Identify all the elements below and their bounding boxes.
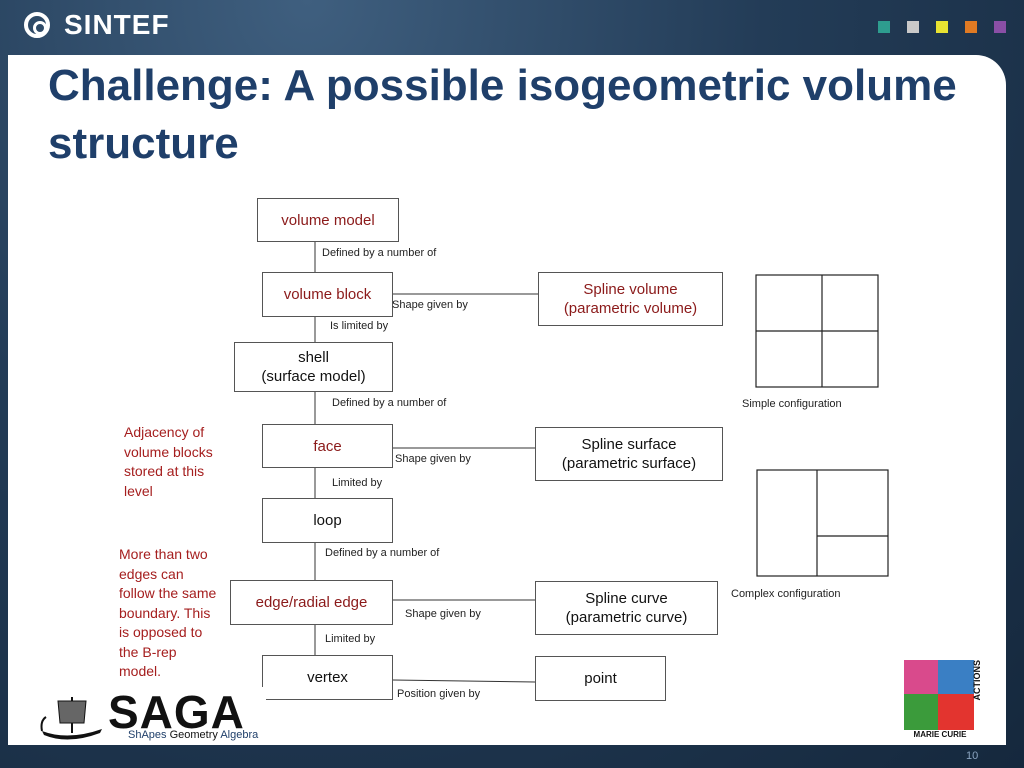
volume-block-box: volume block — [262, 272, 393, 317]
spline-surface-sublabel: (parametric surface) — [561, 455, 697, 472]
spline-curve-box: Spline curve (parametric curve) — [535, 581, 718, 635]
shell-box: shell (surface model) — [234, 342, 393, 392]
portrait-tile-icon — [904, 694, 940, 730]
brand-square-icon — [994, 21, 1006, 33]
note-line: the B-rep — [119, 643, 177, 660]
edge-label-shape: Shape given by — [392, 299, 468, 311]
face-box: face — [262, 424, 393, 468]
note-line: follow the same — [119, 585, 217, 601]
slide-title: Challenge: A possible isogeometric volum… — [48, 61, 957, 168]
spline-surface-label: Spline surface — [581, 436, 677, 453]
sintef-logo-icon — [24, 12, 50, 38]
spline-volume-label: Spline volume — [583, 281, 678, 298]
spline-curve-sublabel: (parametric curve) — [565, 609, 688, 626]
saga-subtitle: ShApes Geometry Algebra — [128, 729, 258, 741]
saga-sub-part: Geometry — [169, 729, 218, 741]
shell-label: shell — [298, 349, 329, 366]
note-line: model. — [119, 663, 162, 679]
page-number: 10 — [966, 750, 979, 762]
edge-box: edge/radial edge — [230, 580, 393, 625]
complex-config-label: Complex configuration — [731, 588, 841, 600]
edge-label-defined: Defined by a number of — [322, 247, 437, 259]
note-line: level — [124, 482, 153, 499]
loop-box: loop — [262, 498, 393, 543]
saga-wordmark: SAGA — [108, 686, 245, 738]
portrait-tile-icon — [904, 660, 940, 696]
edge-label-position: Position given by — [397, 688, 481, 700]
edge-label-shape: Shape given by — [405, 608, 481, 620]
slide-content — [8, 55, 1006, 745]
edge-label-defined: Defined by a number of — [332, 397, 447, 409]
spline-surface-box: Spline surface (parametric surface) — [535, 427, 723, 481]
edge-label-shape: Shape given by — [395, 453, 471, 465]
brand-square-icon — [907, 21, 919, 33]
vertex-label: vertex — [307, 669, 348, 686]
actions-text: ACTIONS — [972, 660, 982, 701]
edge-label-limited: Limited by — [332, 477, 383, 489]
header: SINTEF — [0, 0, 1024, 58]
point-box: point — [535, 656, 666, 701]
marie-curie-text: MARIE CURIE — [913, 730, 967, 739]
spline-volume-sublabel: (parametric volume) — [563, 300, 698, 317]
saga-logo: SAGA ShApes Geometry Algebra — [38, 686, 266, 745]
adjacency-note: Adjacency of volume blocks stored at thi… — [124, 423, 213, 501]
volume-model-label: volume model — [281, 211, 375, 229]
brand-name: SINTEF — [64, 9, 170, 40]
shell-sublabel: (surface model) — [261, 368, 366, 385]
saga-sub-part: Algebra — [217, 729, 259, 741]
note-line: volume blocks — [124, 443, 213, 460]
point-label: point — [584, 670, 617, 687]
portrait-tile-icon — [938, 660, 974, 696]
note-line: edges can — [119, 565, 184, 582]
edge-label-limited: Limited by — [325, 633, 376, 645]
simple-config-label: Simple configuration — [742, 398, 842, 410]
note-line: stored at this — [124, 463, 205, 479]
spline-volume-box: Spline volume (parametric volume) — [538, 272, 723, 326]
brand-square-icon — [965, 21, 977, 33]
note-line: Adjacency of — [124, 424, 205, 440]
viking-ship-icon — [40, 697, 102, 740]
connector — [392, 679, 536, 683]
complex-config-frame — [756, 469, 889, 577]
note-line: is opposed to — [119, 624, 203, 640]
spline-curve-label: Spline curve — [585, 590, 668, 607]
edge-label-limited: Is limited by — [330, 320, 389, 332]
brand-square-icon — [878, 21, 890, 33]
vertex-box: vertex — [262, 655, 393, 700]
note-line: boundary. This — [119, 604, 211, 621]
marie-curie-logo: MARIE CURIE ACTIONS — [902, 658, 986, 742]
loop-label: loop — [313, 512, 342, 529]
edge-label: edge/radial edge — [255, 594, 368, 611]
volume-model-box: volume model — [257, 198, 399, 242]
note-line: More than two — [119, 546, 208, 562]
edges-note: More than two edges can follow the same … — [119, 545, 216, 682]
brand-square-icon — [936, 21, 948, 33]
edge-label-defined: Defined by a number of — [325, 547, 440, 559]
saga-sub-part: ShApes — [128, 729, 170, 741]
volume-block-label: volume block — [283, 286, 372, 303]
face-label: face — [313, 437, 342, 455]
portrait-tile-icon — [938, 694, 974, 730]
